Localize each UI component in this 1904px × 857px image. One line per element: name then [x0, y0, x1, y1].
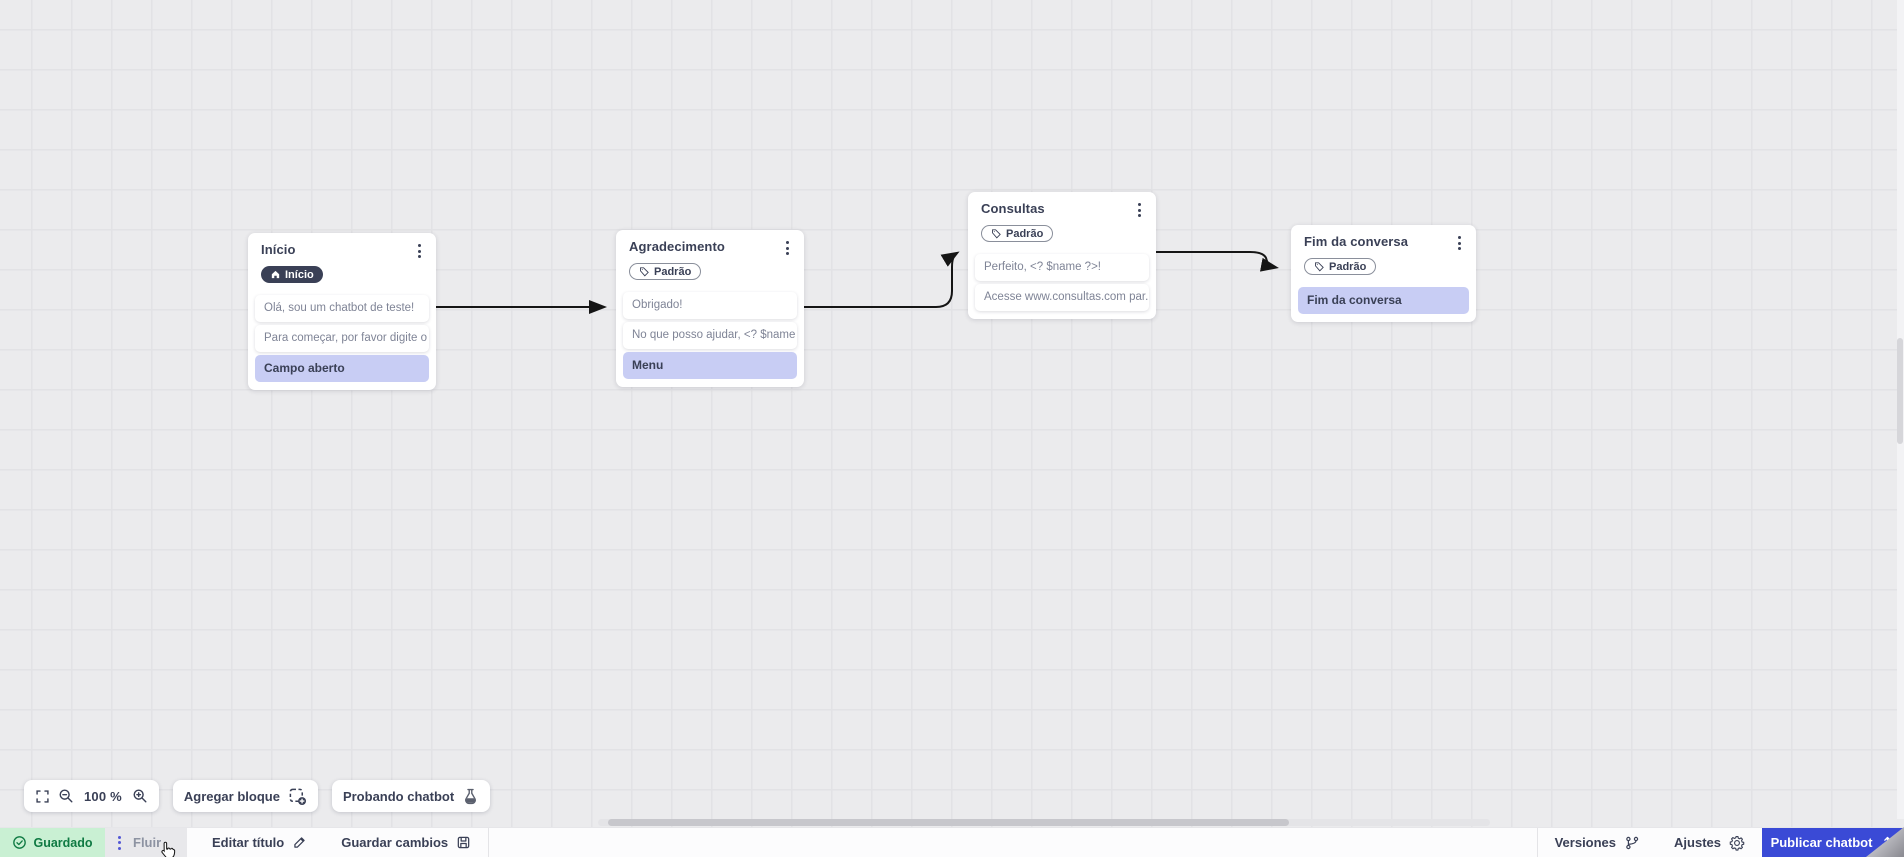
input-block[interactable]: Campo aberto — [255, 355, 429, 382]
add-block-icon — [288, 787, 307, 806]
add-block-label: Agregar bloque — [183, 788, 280, 804]
node-title: Início — [261, 242, 296, 257]
tag-icon — [640, 267, 649, 277]
message-block[interactable]: Olá, sou um chatbot de teste! — [255, 295, 429, 322]
kebab-menu-icon[interactable] — [414, 242, 425, 260]
message-block[interactable]: Obrigado! — [623, 292, 797, 319]
settings-button[interactable]: Ajustes — [1657, 828, 1762, 857]
message-block[interactable]: Perfeito, <? $name ?>! — [975, 254, 1149, 281]
pencil-icon — [294, 837, 305, 848]
kebab-menu-icon[interactable] — [1134, 201, 1145, 219]
save-changes-button[interactable]: Guardar cambios — [324, 828, 488, 857]
saved-label: Guardado — [33, 835, 93, 850]
status-bar: Guardado Fluir Editar título Guardar cam… — [0, 827, 1904, 857]
edit-title-button[interactable]: Editar título — [195, 828, 324, 857]
saved-status-badge: Guardado — [0, 828, 105, 857]
flask-icon — [462, 788, 479, 805]
kebab-menu-icon[interactable] — [782, 239, 793, 257]
drag-handle-icon[interactable] — [118, 835, 121, 850]
zoom-in-icon[interactable] — [132, 788, 148, 804]
node-title: Fim da conversa — [1304, 234, 1409, 249]
home-icon — [271, 270, 280, 279]
flow-node-consultas[interactable]: Consultas Padrão Perfeito, <? $name ?>! … — [968, 192, 1156, 319]
divider — [488, 828, 490, 857]
flow-tab[interactable]: Fluir — [105, 828, 187, 857]
flow-tab-label: Fluir — [133, 835, 162, 850]
node-type-badge: Início — [261, 266, 323, 283]
tag-icon — [992, 229, 1001, 239]
message-block[interactable]: No que posso ajudar, <? $name ... — [623, 322, 797, 349]
add-block-button[interactable]: Agregar bloque — [172, 780, 318, 812]
zoom-out-icon[interactable] — [58, 788, 74, 804]
tag-icon — [1315, 262, 1324, 272]
horizontal-scrollbar-thumb[interactable] — [608, 819, 1289, 826]
kebab-menu-icon[interactable] — [1454, 234, 1465, 252]
save-icon — [457, 836, 470, 849]
versions-button[interactable]: Versiones — [1538, 828, 1657, 857]
node-type-badge: Padrão — [1304, 258, 1377, 275]
message-block[interactable]: Para começar, por favor digite o ... — [255, 325, 429, 352]
node-title: Consultas — [981, 201, 1045, 216]
menu-block[interactable]: Menu — [623, 352, 797, 379]
vertical-scrollbar-thumb[interactable] — [1897, 338, 1903, 444]
end-block[interactable]: Fim da conversa — [1298, 287, 1469, 314]
zoom-controls: 100 % — [24, 780, 159, 812]
flow-node-inicio[interactable]: Início Início Olá, sou um chatbot de tes… — [248, 233, 436, 390]
node-type-badge: Padrão — [629, 263, 702, 280]
gear-icon — [1729, 835, 1745, 851]
node-title: Agradecimento — [629, 239, 725, 254]
fit-screen-icon[interactable] — [35, 789, 50, 804]
test-chatbot-button[interactable]: Probando chatbot — [331, 780, 491, 812]
canvas-toolbar: 100 % Agregar bloque Probando chatbot — [24, 780, 491, 812]
test-chatbot-label: Probando chatbot — [342, 788, 455, 804]
zoom-level: 100 % — [84, 788, 122, 804]
message-block[interactable]: Acesse www.consultas.com par... — [975, 284, 1149, 311]
branch-icon — [1626, 836, 1639, 849]
check-circle-icon — [13, 836, 27, 849]
flow-node-fim[interactable]: Fim da conversa Padrão Fim da conversa — [1291, 225, 1476, 322]
divider — [1536, 828, 1538, 857]
node-type-badge: Padrão — [981, 225, 1054, 242]
flow-node-agradecimento[interactable]: Agradecimento Padrão Obrigado! No que po… — [616, 230, 804, 387]
